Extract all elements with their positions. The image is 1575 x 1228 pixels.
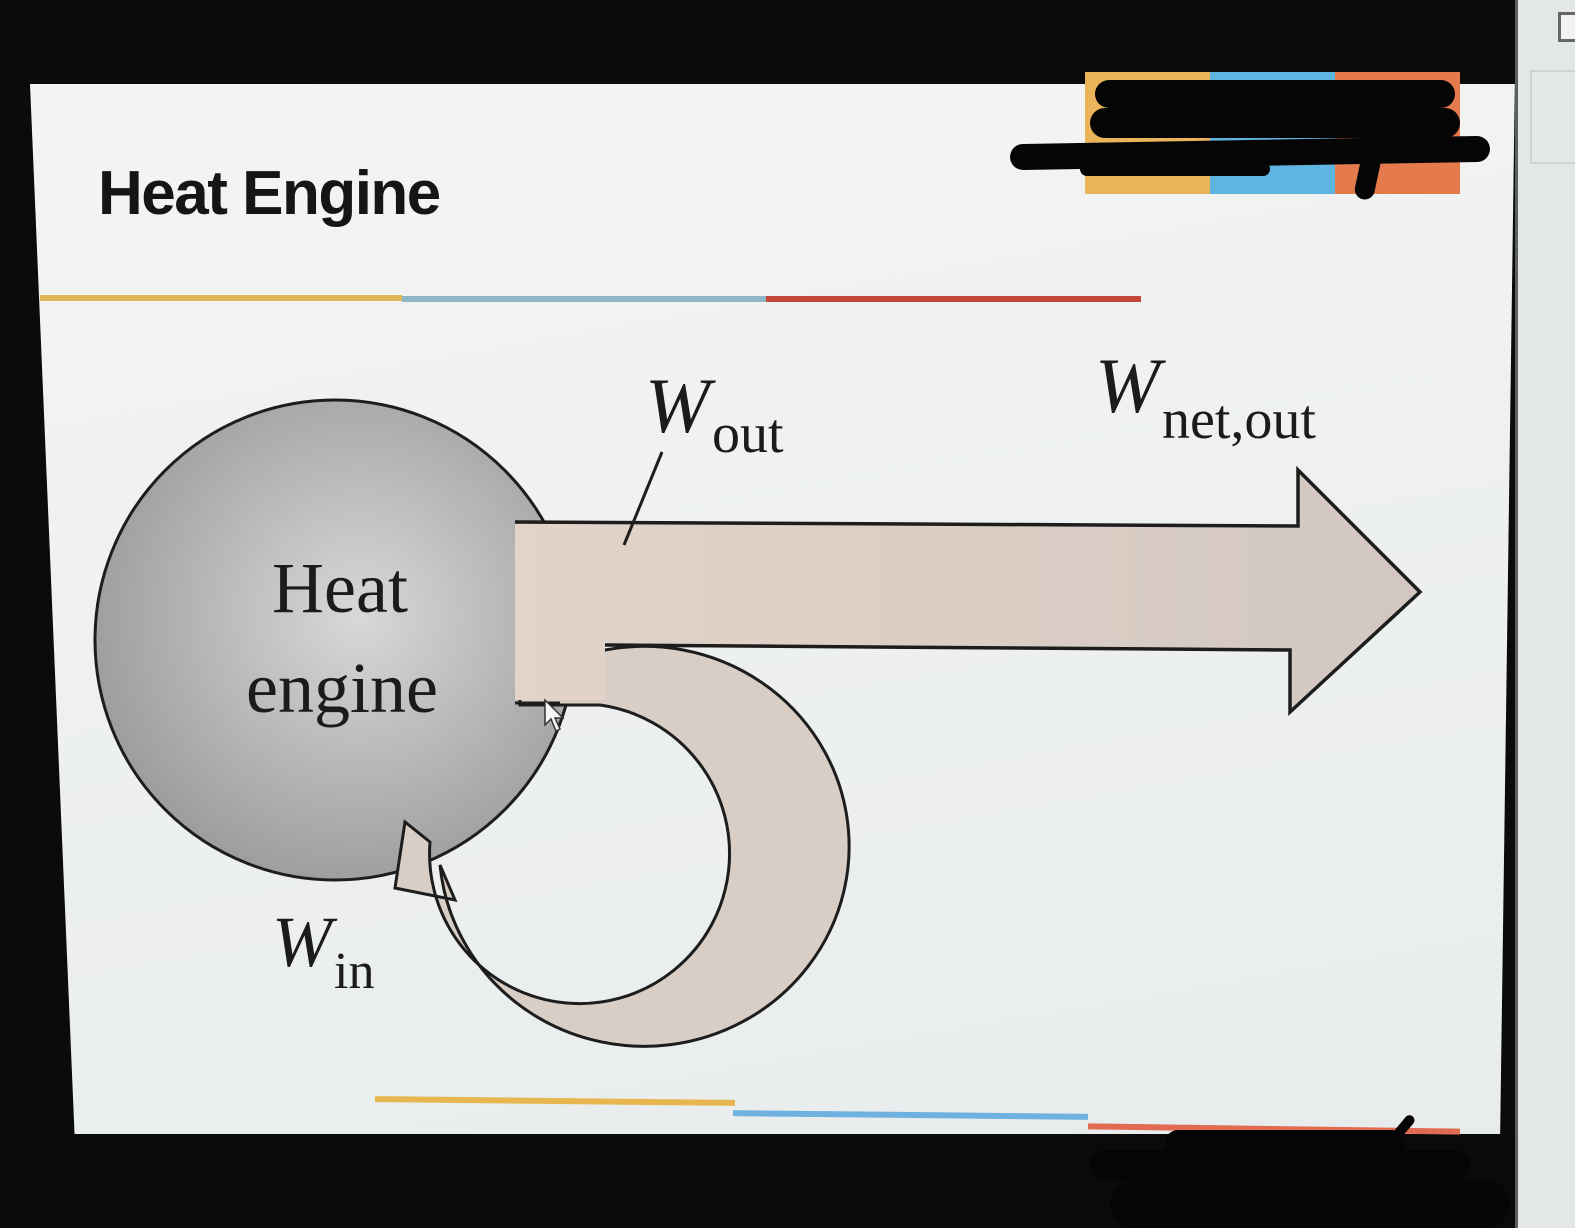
divider-top-yellow — [40, 295, 402, 301]
w-in-subscript: in — [334, 943, 374, 1000]
w-net-out-subscript: net,out — [1162, 389, 1316, 451]
slide-title: Heat Engine — [98, 159, 441, 228]
heat-engine-circle — [93, 398, 577, 882]
w-in-loop-arrow — [393, 644, 851, 1048]
w-net-out-symbol: W — [1095, 342, 1166, 429]
divider-top-red — [766, 296, 1141, 302]
w-in-symbol: W — [272, 902, 338, 982]
mouse-cursor-icon — [544, 698, 565, 733]
w-net-out-arrow — [514, 465, 1423, 716]
engine-label-engine: engine — [246, 648, 438, 728]
w-out-symbol: W — [645, 362, 716, 449]
engine-label-heat: Heat — [272, 548, 408, 628]
divider-top-blue — [402, 296, 766, 302]
side-panel — [1515, 0, 1575, 1228]
w-out-leader-line — [622, 451, 664, 546]
w-out-subscript: out — [712, 403, 784, 465]
window-square-icon[interactable] — [1558, 12, 1575, 42]
panel-frame — [1530, 70, 1575, 164]
